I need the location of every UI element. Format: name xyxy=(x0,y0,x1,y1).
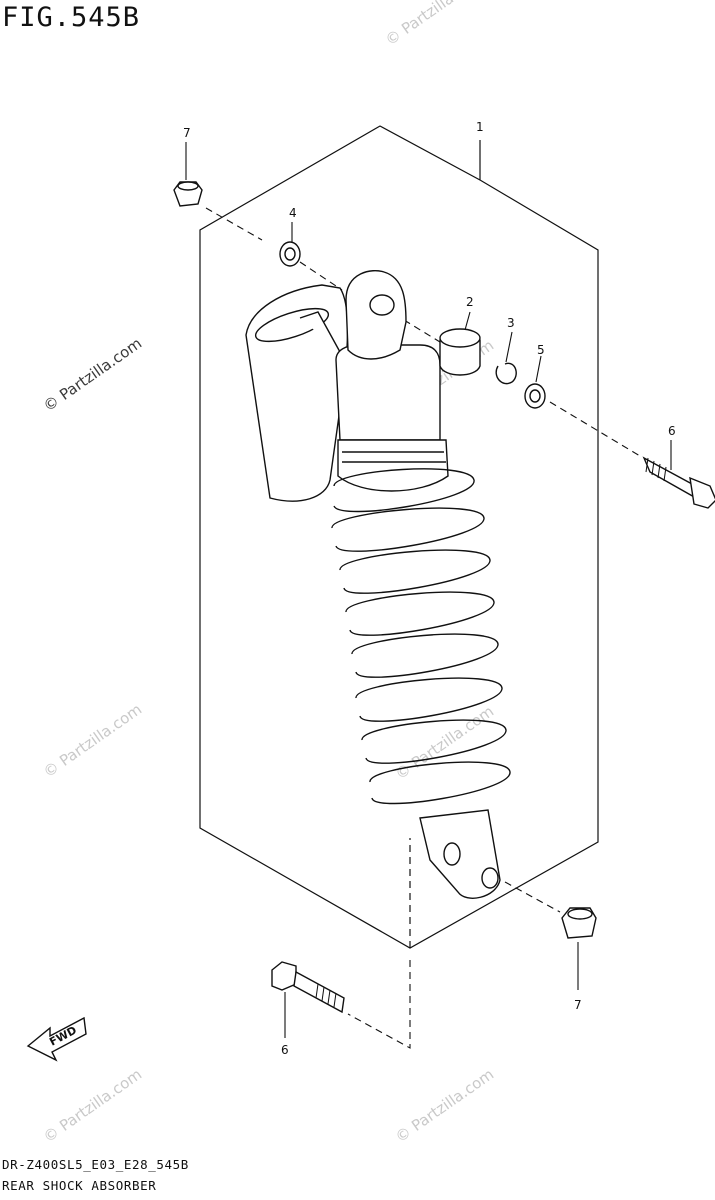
callout-5: 5 xyxy=(537,343,545,357)
watermark: © Partzilla.com xyxy=(40,700,145,781)
watermark: © Partzilla.com xyxy=(392,702,497,783)
coil-spring xyxy=(331,468,511,805)
watermark: © Partzilla.com xyxy=(392,1065,497,1146)
callout-4: 4 xyxy=(289,206,297,220)
watermarks: © Partzilla.com © Partzilla.com © Partzi… xyxy=(40,0,497,1146)
small-parts xyxy=(173,181,715,1014)
lower-clevis xyxy=(419,809,501,899)
callout-3: 3 xyxy=(507,316,515,330)
callout-labels: 1 2 3 4 5 6 6 7 7 xyxy=(183,120,676,1057)
callout-6-upper: 6 xyxy=(668,424,676,438)
watermark: © Partzilla.com xyxy=(382,0,487,49)
bolt-threads xyxy=(315,457,667,1008)
callout-7-upper: 7 xyxy=(183,126,191,140)
callout-7-lower: 7 xyxy=(574,998,582,1012)
watermark: © Partzilla.com xyxy=(40,334,145,415)
assembly-boundary xyxy=(199,125,599,949)
figure-title: FIG.545B xyxy=(2,2,141,33)
leader-lines xyxy=(185,142,672,1049)
watermark: © Partzilla.com xyxy=(40,1065,145,1146)
model-code: DR-Z400SL5_E03_E28_545B xyxy=(2,1157,189,1172)
forward-arrow-icon: FWD xyxy=(26,1016,87,1062)
shock-absorber xyxy=(245,269,449,502)
callout-6-lower: 6 xyxy=(281,1043,289,1057)
callout-2: 2 xyxy=(466,295,474,309)
callout-1: 1 xyxy=(476,120,484,134)
part-name: REAR SHOCK ABSORBER xyxy=(2,1178,157,1193)
